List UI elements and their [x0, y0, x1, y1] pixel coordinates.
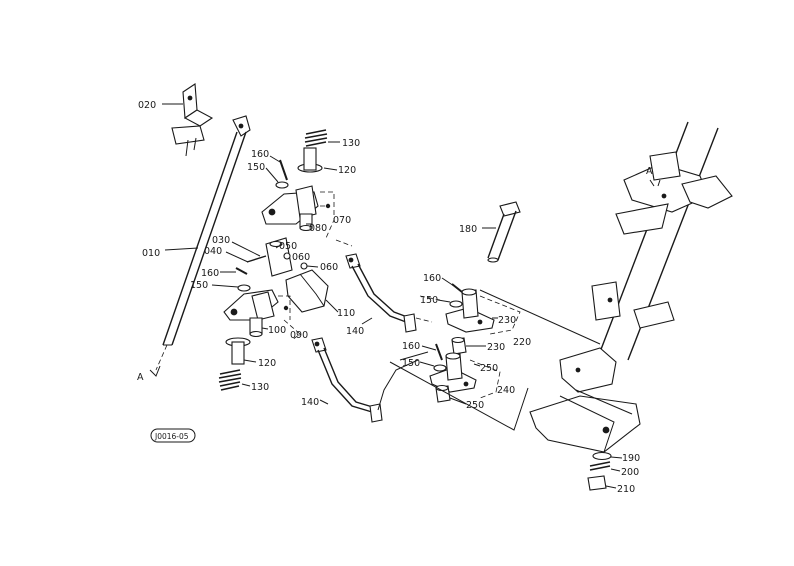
part-050-sleeve [265, 237, 293, 277]
label-150-right-upper: 150 [420, 295, 438, 306]
label-100: 100 [268, 325, 286, 336]
label-220: 220 [513, 337, 531, 348]
part-160-bolt-upper [279, 159, 288, 181]
label-130-lower: 130 [251, 382, 269, 393]
part-020-bracket [171, 83, 214, 157]
part-arm-right-upper [445, 288, 495, 333]
part-150-washer-right-lower [433, 364, 447, 372]
part-060-nut-upper [283, 252, 291, 260]
part-120-pin-lower [225, 337, 251, 365]
label-080-upper: 080 [309, 223, 327, 234]
label-160-upper: 160 [251, 149, 269, 160]
label-140-lower: 140 [301, 397, 319, 408]
label-240: 240 [497, 385, 515, 396]
label-140-upper: 140 [346, 326, 364, 337]
label-110: 110 [337, 308, 355, 319]
part-130-spring-lower [218, 369, 242, 391]
label-230-upper: 230 [498, 315, 516, 326]
label-230-lower: 230 [487, 342, 505, 353]
part-150-washer-right-upper [449, 300, 463, 308]
label-040: 040 [204, 246, 222, 257]
part-200-spring [589, 461, 611, 471]
label-130-upper: 130 [342, 138, 360, 149]
label-010: 010 [142, 248, 160, 259]
label-120-upper: 120 [338, 165, 356, 176]
label-020: 020 [138, 100, 156, 111]
label-160-right-upper: 160 [423, 273, 441, 284]
label-070: 070 [333, 215, 351, 226]
figure-id: J0016-05 [154, 432, 189, 441]
part-060-nut-lower [300, 262, 308, 270]
label-250-upper: 250 [480, 363, 498, 374]
part-140-rod-upper [345, 253, 417, 333]
part-130-spring-upper [304, 129, 328, 147]
part-160-bolt-right-lower [435, 343, 443, 361]
part-180-pin [487, 201, 521, 263]
part-pedal-arm-lower [223, 289, 279, 321]
label-160-mid-left: 160 [201, 268, 219, 279]
label-180: 180 [459, 224, 477, 235]
part-210-nut [587, 475, 607, 491]
label-250-lower: 250 [466, 400, 484, 411]
part-190-washer [592, 451, 612, 461]
label-150-right-lower: 150 [402, 358, 420, 369]
label-090: 090 [290, 330, 308, 341]
part-150-washer-mid-left [237, 284, 251, 292]
part-column-housing [529, 121, 733, 453]
part-230-bushing [451, 336, 467, 355]
label-030: 030 [212, 235, 230, 246]
arrow-label-a-left: A [137, 372, 144, 383]
label-210: 210 [617, 484, 635, 495]
label-150-mid-left: 150 [190, 280, 208, 291]
figure-id-badge: J0016-05 [150, 428, 196, 443]
label-120-lower: 120 [258, 358, 276, 369]
part-010-rod [155, 115, 251, 371]
part-030-bolt [246, 255, 267, 263]
label-160-right-lower: 160 [402, 341, 420, 352]
arrow-label-a-right: A [646, 166, 653, 177]
part-110-bracket [285, 269, 329, 313]
label-060-upper: 060 [292, 252, 310, 263]
label-190: 190 [622, 453, 640, 464]
part-140-rod-lower [311, 337, 419, 423]
label-150-upper: 150 [247, 162, 265, 173]
label-060-lower: 060 [320, 262, 338, 273]
part-150-washer-upper [275, 181, 289, 189]
part-160-bolt-mid-left [235, 267, 248, 275]
label-200: 200 [621, 467, 639, 478]
part-120-pin-upper [297, 147, 323, 173]
part-100-bushing [249, 317, 263, 338]
label-050: 050 [279, 241, 297, 252]
